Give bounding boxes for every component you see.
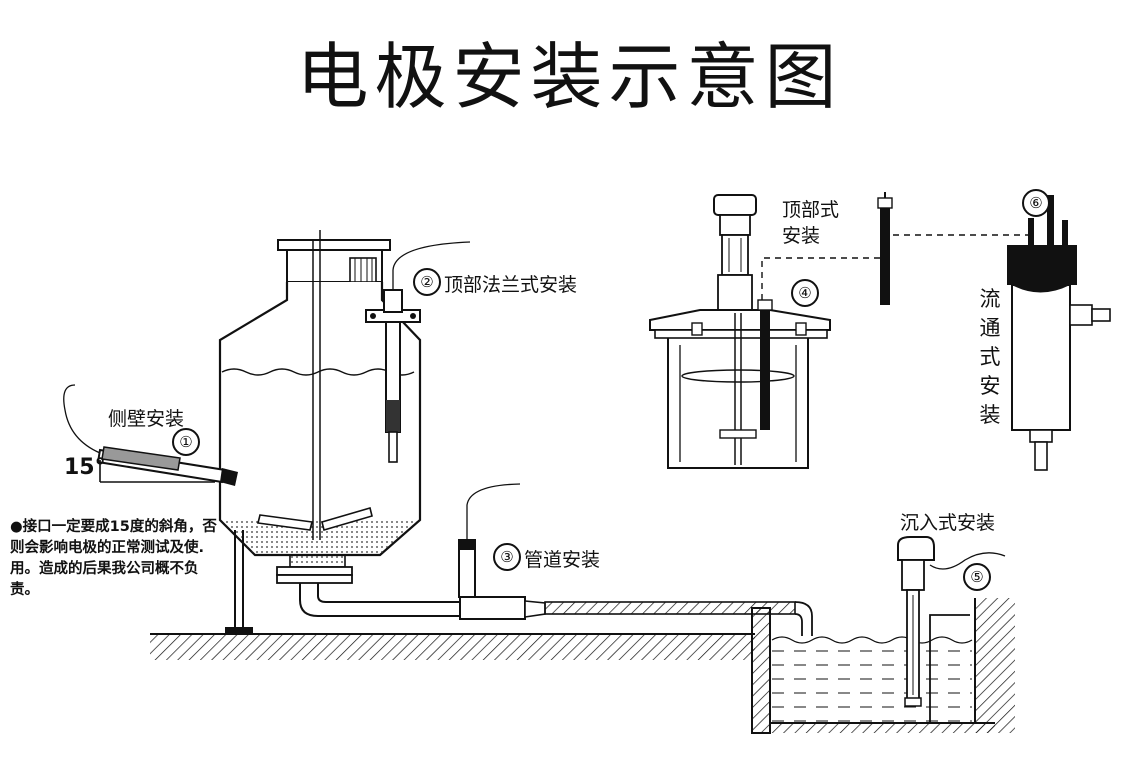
- small-vessel: [649, 192, 1030, 469]
- pipeline: [299, 483, 813, 636]
- immersion-probe: [897, 536, 1006, 707]
- angle-label: 15°: [64, 455, 106, 480]
- top-type-label: 顶部式安装: [782, 199, 840, 247]
- side-wall-label: 侧壁安装: [108, 408, 185, 430]
- marker-1: ①: [172, 428, 200, 456]
- marker-3: ③: [493, 543, 521, 571]
- top-flange-label: 顶部法兰式安装: [444, 274, 578, 296]
- flow-through-label: 流通式安装: [979, 287, 1001, 427]
- side-wall-probe: [63, 384, 238, 486]
- marker-5: ⑤: [963, 563, 991, 591]
- pipeline-label: 管道安装: [524, 549, 601, 571]
- marker-6: ⑥: [1022, 189, 1050, 217]
- diagram-title: 电极安装示意图: [296, 35, 843, 119]
- ground: [150, 598, 1015, 734]
- warning-note: ●接口一定要成15度的斜角，否则会影响电极的正常测试及使.用。造成的后果我公司概…: [10, 519, 217, 598]
- flow-through-cell: [1007, 195, 1111, 471]
- marker-2: ②: [413, 268, 441, 296]
- marker-4: ④: [791, 279, 819, 307]
- immersion-label: 沉入式安装: [900, 512, 996, 534]
- top-flange-probe: [365, 241, 471, 463]
